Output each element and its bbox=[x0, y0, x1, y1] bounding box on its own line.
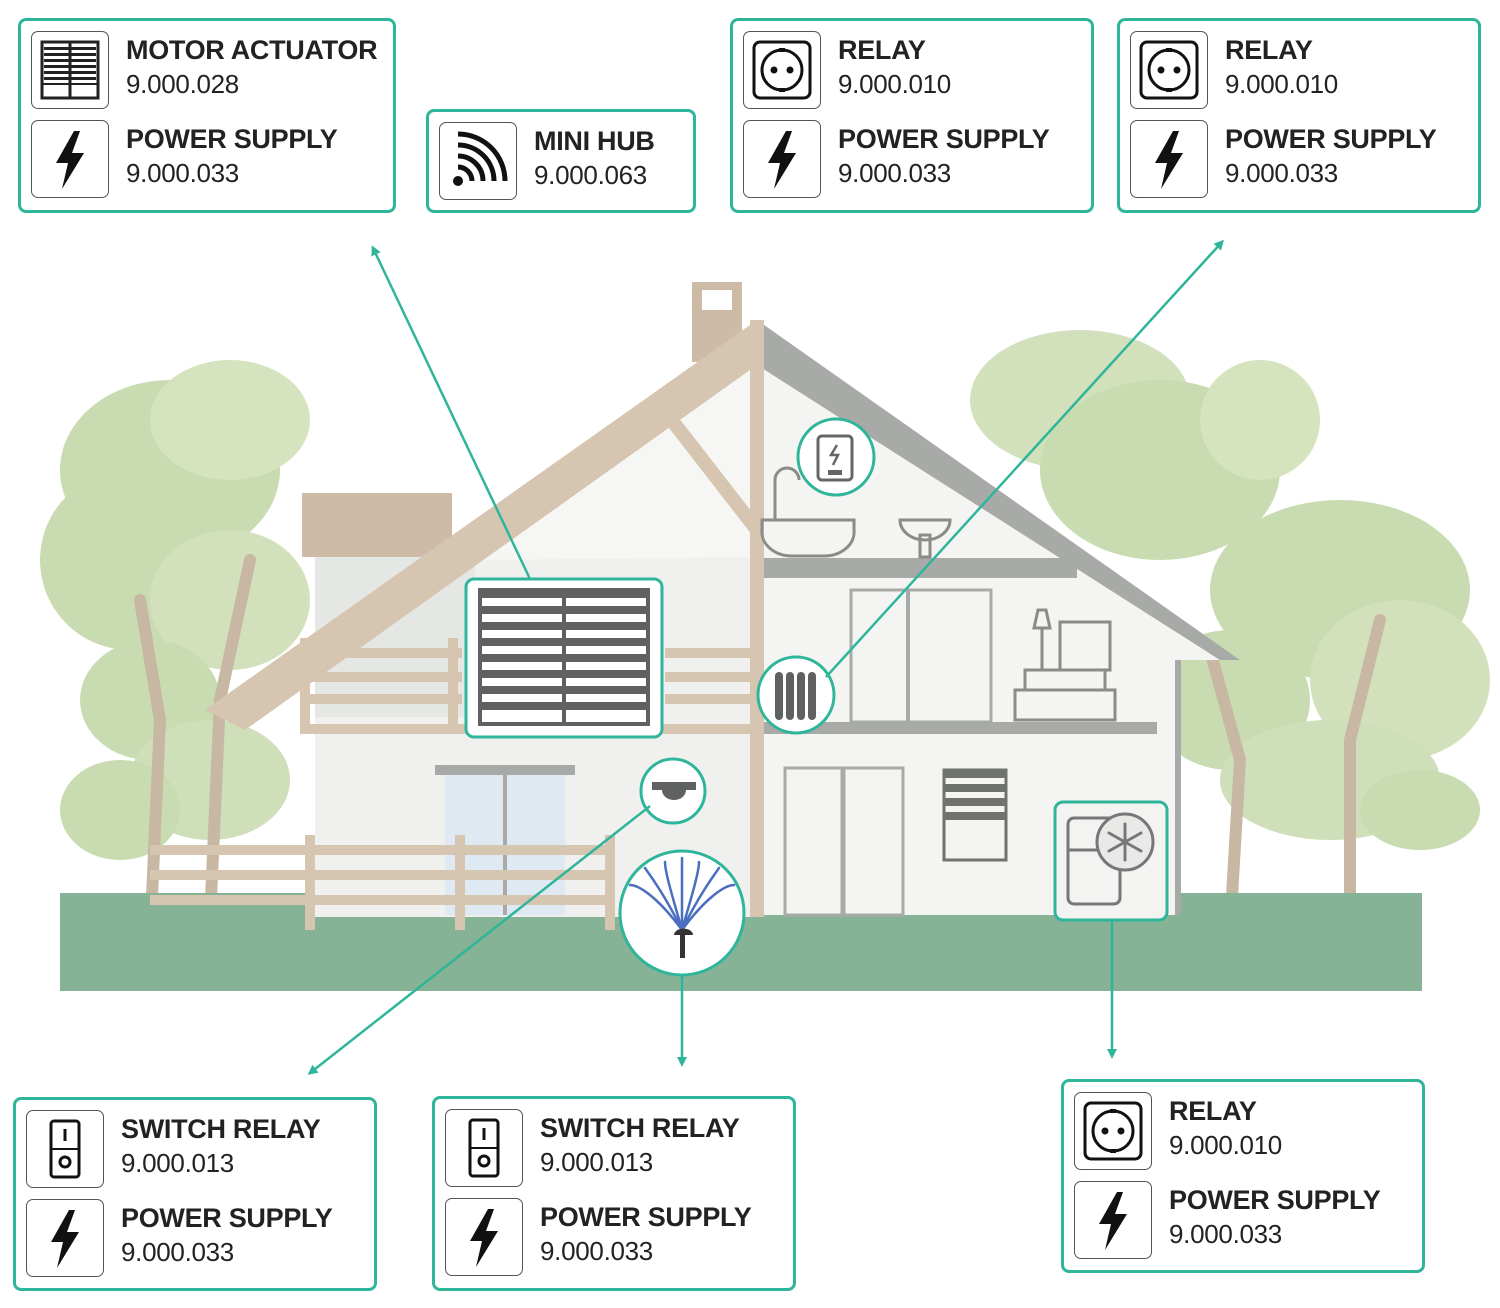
power-label: POWER SUPPLY bbox=[121, 1203, 333, 1233]
power-label: POWER SUPPLY bbox=[1169, 1185, 1381, 1215]
power-row: POWER SUPPLY 9.000.033 bbox=[1074, 1181, 1412, 1261]
device-code: 9.000.028 bbox=[126, 69, 239, 99]
socket-icon bbox=[1074, 1092, 1152, 1170]
lightning-icon bbox=[26, 1199, 104, 1277]
lightning-icon bbox=[445, 1198, 523, 1276]
relay-card-3: RELAY 9.000.010 POWER SUPPLY 9.000.033 bbox=[1061, 1079, 1425, 1273]
device-row: SWITCH RELAY 9.000.013 bbox=[445, 1109, 783, 1189]
device-row: RELAY 9.000.010 bbox=[743, 31, 1081, 111]
power-row: POWER SUPPLY 9.000.033 bbox=[743, 120, 1081, 200]
trees bbox=[40, 330, 1490, 860]
device-code: 9.000.010 bbox=[838, 69, 951, 99]
lightning-icon bbox=[1130, 120, 1208, 198]
power-code: 9.000.033 bbox=[838, 158, 951, 188]
motor-actuator-card: MOTOR ACTUATOR 9.000.028 POWER SUPPLY 9.… bbox=[18, 18, 396, 213]
power-code: 9.000.033 bbox=[540, 1236, 653, 1266]
power-row: POWER SUPPLY 9.000.033 bbox=[31, 120, 383, 200]
switch-icon bbox=[26, 1110, 104, 1188]
device-label: MINI HUB bbox=[534, 126, 655, 156]
device-code: 9.000.013 bbox=[121, 1148, 234, 1178]
device-label: RELAY bbox=[1169, 1096, 1257, 1126]
device-row: MOTOR ACTUATOR 9.000.028 bbox=[31, 31, 383, 111]
socket-icon bbox=[1130, 31, 1208, 109]
wifi-icon bbox=[439, 122, 517, 200]
power-row: POWER SUPPLY 9.000.033 bbox=[445, 1198, 783, 1278]
relay-card-1: RELAY 9.000.010 POWER SUPPLY 9.000.033 bbox=[730, 18, 1094, 213]
switch-icon bbox=[445, 1109, 523, 1187]
lightning-icon bbox=[1074, 1181, 1152, 1259]
power-row: POWER SUPPLY 9.000.033 bbox=[26, 1199, 364, 1279]
device-label: SWITCH RELAY bbox=[540, 1113, 740, 1143]
device-code: 9.000.063 bbox=[534, 160, 647, 190]
device-code: 9.000.013 bbox=[540, 1147, 653, 1177]
device-label: MOTOR ACTUATOR bbox=[126, 35, 378, 65]
power-label: POWER SUPPLY bbox=[838, 124, 1050, 154]
device-row: MINI HUB 9.000.063 bbox=[439, 122, 683, 202]
power-row: POWER SUPPLY 9.000.033 bbox=[1130, 120, 1468, 200]
power-label: POWER SUPPLY bbox=[126, 124, 338, 154]
socket-icon bbox=[743, 31, 821, 109]
device-row: SWITCH RELAY 9.000.013 bbox=[26, 1110, 364, 1190]
power-code: 9.000.033 bbox=[121, 1237, 234, 1267]
radiator-marker bbox=[756, 655, 836, 735]
device-code: 9.000.010 bbox=[1169, 1130, 1282, 1160]
device-label: SWITCH RELAY bbox=[121, 1114, 321, 1144]
power-label: POWER SUPPLY bbox=[1225, 124, 1437, 154]
lightning-icon bbox=[743, 120, 821, 198]
device-row: RELAY 9.000.010 bbox=[1130, 31, 1468, 111]
shutter-icon bbox=[31, 31, 109, 109]
power-label: POWER SUPPLY bbox=[540, 1202, 752, 1232]
power-code: 9.000.033 bbox=[1225, 158, 1338, 188]
switch-relay-card-1: SWITCH RELAY 9.000.013 POWER SUPPLY 9.00… bbox=[13, 1097, 377, 1291]
power-code: 9.000.033 bbox=[126, 158, 239, 188]
relay-card-2: RELAY 9.000.010 POWER SUPPLY 9.000.033 bbox=[1117, 18, 1481, 213]
mini-hub-card: MINI HUB 9.000.063 bbox=[426, 109, 696, 213]
device-code: 9.000.010 bbox=[1225, 69, 1338, 99]
switch-relay-card-2: SWITCH RELAY 9.000.013 POWER SUPPLY 9.00… bbox=[432, 1096, 796, 1291]
power-code: 9.000.033 bbox=[1169, 1219, 1282, 1249]
lightning-icon bbox=[31, 120, 109, 198]
device-row: RELAY 9.000.010 bbox=[1074, 1092, 1412, 1172]
device-label: RELAY bbox=[838, 35, 926, 65]
device-label: RELAY bbox=[1225, 35, 1313, 65]
